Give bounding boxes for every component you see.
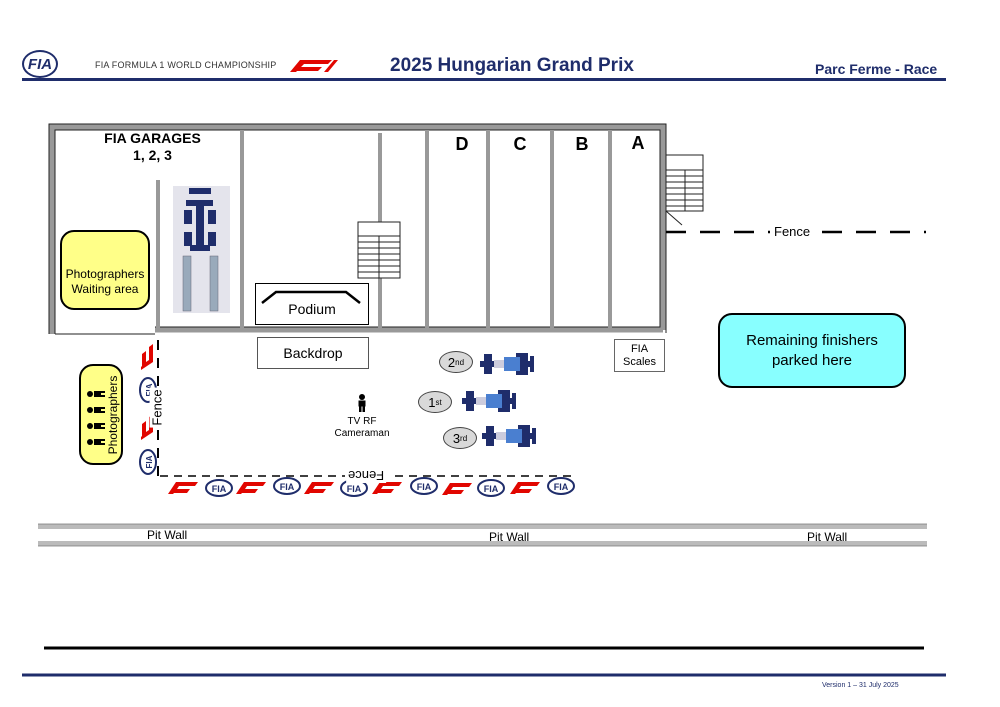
photographers-waiting-label: Photographers Waiting area (65, 267, 145, 296)
fia-banner-icon: FIA (477, 479, 505, 497)
svg-text:FIA: FIA (145, 455, 154, 468)
bay-d-label: D (455, 134, 469, 154)
garage-building (49, 124, 666, 334)
photographers-waiting-area: Photographers Waiting area (60, 230, 150, 310)
photographer-group-icon (87, 391, 105, 445)
fence-bottom-label: Fence (346, 468, 387, 483)
f1-banner-icon (304, 482, 334, 494)
header-divider (22, 78, 946, 81)
f1-banner-icon (442, 483, 472, 495)
race-car-3rd-icon (482, 425, 536, 447)
pit-wall-label: Pit Wall (489, 530, 530, 544)
tv-cameraman-label: TV RF Cameraman (334, 416, 390, 439)
podium (255, 283, 369, 325)
f1-banner-icon (168, 482, 198, 494)
remaining-finishers-label: Remaining finishers parked here (746, 331, 878, 369)
bay-c-label: C (513, 134, 527, 154)
f1-banner-icon (372, 482, 402, 494)
fence-right-label: Fence (772, 224, 813, 239)
position-number: 1 (428, 394, 436, 410)
backdrop-label: Backdrop (283, 345, 343, 361)
fia-banner-icon: FIA (273, 477, 301, 495)
page-subtitle: Parc Ferme - Race (815, 61, 938, 77)
f1-banner-icon (510, 482, 540, 494)
race-car-2nd-icon (480, 353, 534, 375)
bay-b-label: B (575, 134, 589, 154)
remaining-finishers-area: Remaining finishers parked here (718, 313, 906, 388)
svg-text:FIA: FIA (484, 484, 499, 494)
fia-banner-icon: FIA (547, 477, 575, 495)
svg-text:FIA: FIA (347, 484, 362, 494)
cameraman-icon (358, 394, 366, 412)
version-label: Version 1 – 31 July 2025 (822, 682, 899, 689)
garage-dividers (156, 130, 612, 330)
f1-banner-icon (236, 482, 266, 494)
fia-banner-icon: FIA (205, 479, 233, 497)
pit-wall (38, 523, 927, 547)
fence-branding: FIA FIA FIA FIA FIA FIA (168, 477, 575, 497)
f1-banner-icon (141, 344, 153, 370)
page-title: 2025 Hungarian Grand Prix (390, 55, 634, 76)
stairs-inner (357, 221, 401, 279)
photographers-area: Photographers (79, 364, 123, 465)
svg-text:FIA: FIA (280, 482, 295, 492)
fia-garages-label: FIA GARAGES 1, 2, 3 (104, 130, 201, 163)
stairs-outer (665, 154, 704, 226)
podium-label: Podium (288, 301, 336, 317)
svg-text:FIA: FIA (212, 484, 227, 494)
position-suffix: st (435, 397, 442, 407)
fia-scales: FIA Scales (614, 339, 665, 372)
race-car-1st-icon (462, 390, 516, 412)
svg-text:FIA: FIA (417, 482, 432, 492)
championship-label: FIA FORMULA 1 WORLD CHAMPIONSHIP (95, 60, 277, 70)
position-suffix: rd (460, 433, 468, 443)
position-suffix: nd (455, 357, 465, 367)
position-number: 2 (447, 354, 456, 370)
fia-car-plinth (173, 186, 230, 313)
pit-wall-label: Pit Wall (807, 530, 848, 544)
pit-wall-label: Pit Wall (147, 528, 188, 542)
fia-banner-icon: FIA (410, 477, 438, 495)
f1-logo (290, 60, 338, 72)
fia-banner-icon: FIA (139, 449, 157, 475)
photographers-label: Photographers (106, 375, 120, 455)
fia-logo: FIA (22, 50, 58, 78)
bay-a-label: A (631, 133, 645, 153)
backdrop: Backdrop (257, 337, 369, 369)
svg-text:FIA: FIA (145, 383, 154, 396)
position-number: 3 (452, 430, 461, 446)
fence-left-label: Fence (149, 387, 165, 428)
svg-text:FIA: FIA (554, 482, 569, 492)
podium-step-outline (261, 290, 361, 304)
